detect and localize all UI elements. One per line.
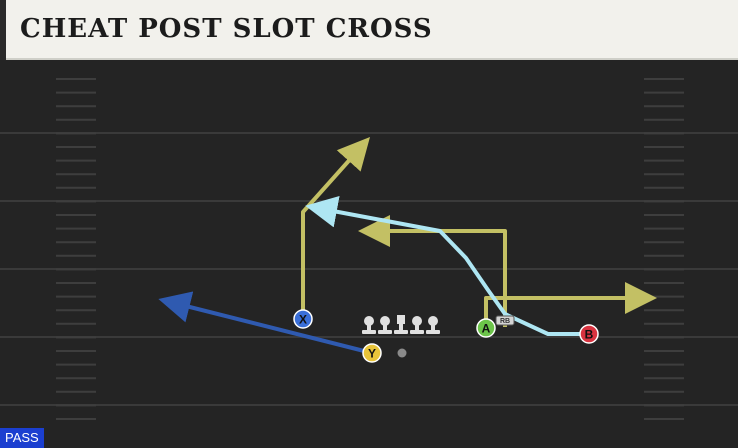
x-label: X — [299, 313, 307, 327]
rb-badge — [495, 315, 515, 326]
offensive-line — [362, 315, 440, 334]
quarterback-dot — [397, 348, 407, 358]
lineman-icon — [426, 316, 440, 334]
header-bar: CHEAT POST SLOT CROSS — [0, 0, 738, 60]
player-y[interactable]: Y — [362, 343, 382, 363]
player-x[interactable]: X — [293, 309, 313, 329]
a-label: A — [482, 322, 491, 336]
player-a[interactable]: A — [476, 318, 496, 338]
header-accent — [0, 0, 6, 60]
y-flat-route — [158, 291, 373, 355]
y-label: Y — [368, 347, 376, 361]
player-rb[interactable]: RB — [495, 315, 515, 326]
yard-lines — [0, 132, 738, 406]
slot-dig-route — [358, 215, 507, 327]
b-label: B — [585, 328, 594, 342]
lineman-icon — [362, 316, 376, 334]
x-button-icon — [293, 309, 313, 329]
b-cross-route — [305, 195, 589, 336]
a-out-route — [484, 282, 657, 327]
a-button-icon — [476, 318, 496, 338]
player-b[interactable]: B — [579, 324, 599, 344]
lineman-icon — [410, 316, 424, 334]
football-field — [0, 60, 738, 448]
routes — [158, 137, 657, 355]
play-title: CHEAT POST SLOT CROSS — [20, 14, 433, 44]
lineman-icon — [378, 316, 392, 334]
y-button-icon — [362, 343, 382, 363]
b-button-icon — [579, 324, 599, 344]
play-type-badge: PASS — [0, 428, 44, 448]
center-icon — [394, 315, 408, 334]
hash-marks — [56, 78, 684, 420]
x-route-corner — [301, 137, 370, 319]
rb-label: RB — [500, 318, 510, 325]
